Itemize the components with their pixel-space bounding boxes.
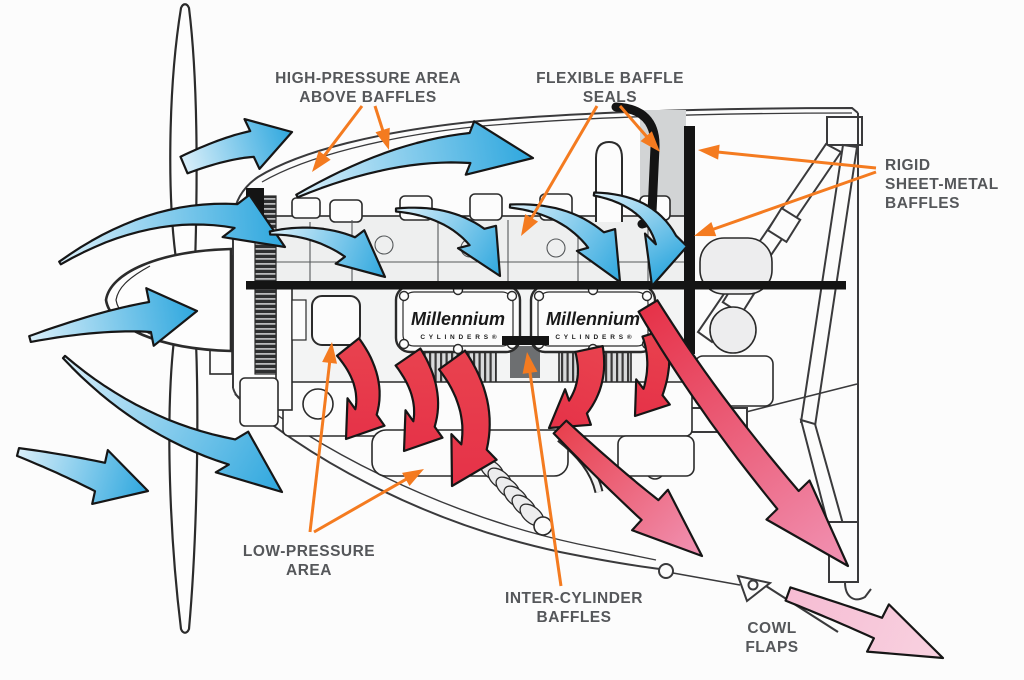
- callout-high-pressure: HIGH-PRESSURE AREA ABOVE BAFFLES: [275, 70, 461, 106]
- front-small-box: [291, 299, 307, 341]
- cylinder-brand-left: Millennium: [411, 309, 505, 329]
- cool-air-arrow-8: [394, 206, 502, 278]
- cool-air-arrow-3: [28, 287, 199, 347]
- propeller-blade-upper: [169, 3, 198, 268]
- callout-cowl-flaps: COWL FLAPS: [745, 620, 798, 656]
- leader-inter-cylinder-line: [527, 368, 563, 587]
- callout-inter-cylinder-line2: BAFFLES: [537, 609, 612, 626]
- inter-cylinder-baffle-bar: [502, 336, 549, 345]
- rear-lower-box: [617, 435, 695, 477]
- leader-rigid-baffles-1-arrowhead: [698, 144, 720, 160]
- cowl-flap-bracket-pivot: [747, 579, 759, 591]
- cylinder-brand-left-sub: C Y L I N D E R S ®: [420, 333, 497, 341]
- front-accessory-box: [239, 377, 279, 427]
- rear-rigid-baffle: [684, 126, 695, 354]
- firewall-top-box: [826, 116, 863, 146]
- exhaust-flange: [533, 516, 553, 536]
- callout-high-pressure-line2: ABOVE BAFFLES: [299, 89, 436, 106]
- cowl-bottom-line: [234, 393, 661, 570]
- intake-stack-tube: [595, 140, 623, 222]
- hot-air-arrow-6: [637, 299, 850, 568]
- cowl-flap-open-panel: [765, 585, 839, 633]
- cylinder-brand-right: Millennium: [546, 309, 640, 329]
- hot-air-arrow-8: [784, 586, 945, 660]
- propeller-blade-lower: [168, 338, 199, 634]
- callout-cowl-flaps-line2: FLAPS: [745, 639, 798, 656]
- gear-leg-hook: [844, 581, 872, 601]
- leader-rigid-baffles-1-line: [714, 150, 877, 170]
- mount-diagonal-line: [745, 383, 858, 413]
- leader-low-pressure-1-arrowhead: [322, 342, 338, 364]
- callout-flexible-seals: FLEXIBLE BAFFLE SEALS: [536, 70, 684, 106]
- callout-rigid-baffles-line2: SHEET-METAL: [885, 176, 999, 193]
- callout-low-pressure-line1: LOW-PRESSURE: [243, 543, 375, 560]
- leader-inter-cylinder-arrowhead: [522, 352, 538, 374]
- hot-air-arrow-1: [335, 337, 386, 441]
- mount-tube-joint-1: [766, 206, 802, 244]
- callout-rigid-baffles: RIGID SHEET-METAL BAFFLES: [885, 157, 999, 212]
- heated-airflow-arrows: [335, 299, 945, 660]
- cool-air-arrow-4: [61, 354, 284, 494]
- hot-air-arrow-3: [437, 349, 498, 488]
- cool-air-arrow-5: [15, 447, 150, 505]
- hot-air-arrow-7: [552, 419, 704, 558]
- leader-flexible-seals-1-arrowhead: [521, 214, 539, 236]
- cool-air-arrow-10: [592, 191, 689, 288]
- cool-air-arrow-7: [268, 226, 387, 279]
- leader-high-pressure-1-line: [321, 105, 364, 160]
- leader-high-pressure-2-line: [373, 105, 386, 135]
- cowl-flap-hinge: [658, 563, 674, 579]
- front-component-box: [311, 295, 361, 346]
- cool-air-arrow-6: [295, 120, 535, 199]
- alternator: [709, 306, 757, 354]
- leader-low-pressure-1-line: [308, 358, 332, 533]
- cool-air-arrow-9: [508, 203, 622, 284]
- callout-inter-cylinder-line1: INTER-CYLINDER: [505, 590, 643, 607]
- callout-rigid-baffles-line1: RIGID: [885, 157, 931, 174]
- callout-leader-lines: [308, 105, 877, 587]
- cowl-top-line: [232, 106, 859, 219]
- callout-flexible-seals-line2: SEALS: [583, 89, 637, 106]
- magneto: [699, 237, 773, 295]
- leader-flexible-seals-1-line: [528, 105, 599, 223]
- callout-high-pressure-line1: HIGH-PRESSURE AREA: [275, 70, 461, 87]
- callout-flexible-seals-line1: FLEXIBLE BAFFLE: [536, 70, 684, 87]
- callout-low-pressure: LOW-PRESSURE AREA: [243, 543, 375, 579]
- cool-airflow-arrows: [15, 118, 689, 505]
- leader-high-pressure-2-arrowhead: [375, 127, 390, 150]
- callout-cowl-flaps-line1: COWL: [747, 620, 796, 637]
- leader-high-pressure-1-arrowhead: [312, 150, 331, 172]
- leader-flexible-seals-2-arrowhead: [640, 131, 660, 152]
- horizontal-baffle-bar: [246, 281, 846, 290]
- hot-air-arrow-2: [394, 347, 444, 453]
- leader-flexible-seals-2-line: [618, 105, 650, 141]
- callout-inter-cylinder: INTER-CYLINDER BAFFLES: [505, 590, 643, 626]
- cool-air-arrow-2: [58, 193, 287, 266]
- cool-air-arrow-1: [179, 118, 294, 175]
- leader-rigid-baffles-2-arrowhead: [694, 221, 717, 237]
- leader-rigid-baffles-2-line: [709, 170, 877, 232]
- cylinder-brand-right-sub: C Y L I N D E R S ®: [555, 333, 632, 341]
- leader-low-pressure-2-line: [313, 476, 410, 534]
- cowl-flap-link-line: [672, 572, 741, 586]
- rocker-cover-left: [394, 284, 522, 355]
- leader-low-pressure-2-arrowhead: [402, 469, 424, 486]
- callout-low-pressure-line2: AREA: [286, 562, 332, 579]
- callout-rigid-baffles-line3: BAFFLES: [885, 195, 960, 212]
- front-pulley: [302, 388, 334, 420]
